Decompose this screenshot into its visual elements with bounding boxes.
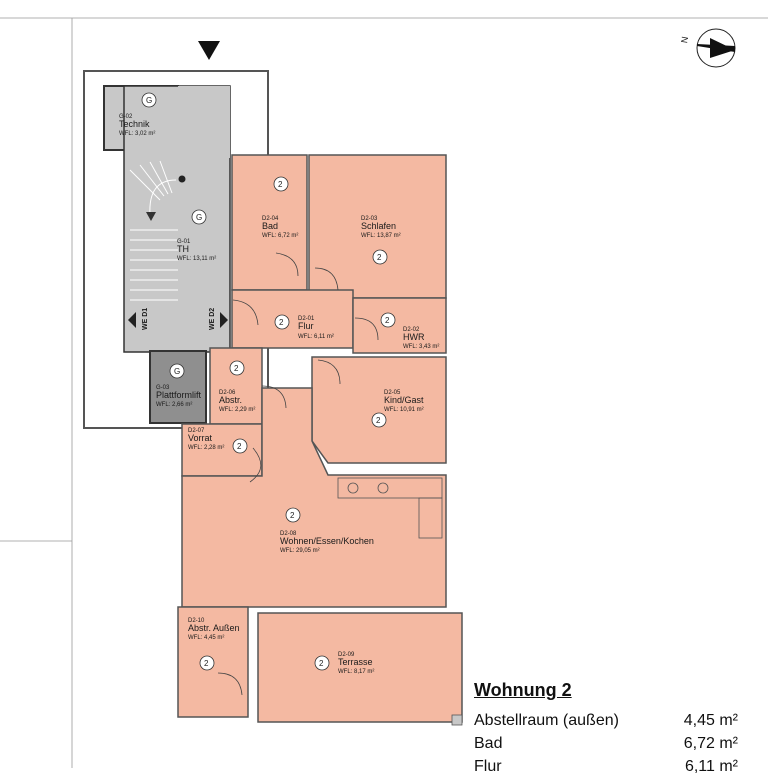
svg-text:2: 2 <box>237 442 242 451</box>
svg-text:WFL: 2,66 m²: WFL: 2,66 m² <box>156 402 192 408</box>
room-d210-label: D2-10 Abstr. Außen WFL: 4,45 m² 2 <box>188 618 240 671</box>
door-we-d1: WE D1 <box>128 308 149 330</box>
svg-text:WFL: 4,45 m²: WFL: 4,45 m² <box>188 635 224 641</box>
svg-text:WFL: 6,72 m²: WFL: 6,72 m² <box>262 233 298 239</box>
svg-text:HWR: HWR <box>403 332 425 342</box>
hall-upper <box>178 86 230 158</box>
svg-text:2: 2 <box>377 253 382 262</box>
svg-text:WFL: 13,11 m²: WFL: 13,11 m² <box>177 256 216 262</box>
svg-text:G: G <box>146 96 152 105</box>
svg-text:D2-04: D2-04 <box>262 216 279 222</box>
svg-text:WFL: 8,17 m²: WFL: 8,17 m² <box>338 669 374 675</box>
svg-text:WFL: 2,29 m²: WFL: 2,29 m² <box>219 407 255 413</box>
room-d201-label: 2 D2-01 Flur WFL: 6,11 m² <box>274 314 334 340</box>
svg-text:G: G <box>174 367 180 376</box>
kitchen-counter <box>337 477 443 539</box>
legend-row-label: Bad <box>474 735 503 752</box>
svg-text:Schlafen: Schlafen <box>361 221 396 231</box>
svg-text:WFL: 29,05 m²: WFL: 29,05 m² <box>280 548 320 554</box>
room-d207-fill <box>181 423 263 477</box>
svg-text:TH: TH <box>177 244 189 254</box>
svg-text:2: 2 <box>234 364 239 373</box>
entrance-arrow-icon <box>198 41 220 60</box>
svg-text:G-01: G-01 <box>177 239 191 245</box>
door-we-d2-label: WE D2 <box>209 308 216 330</box>
svg-text:D2-10: D2-10 <box>188 618 205 624</box>
svg-text:G-03: G-03 <box>156 385 170 391</box>
room-g03-fill <box>149 350 207 424</box>
svg-text:WFL: 3,02 m²: WFL: 3,02 m² <box>119 131 155 137</box>
svg-text:Vorrat: Vorrat <box>188 433 213 443</box>
door-swings <box>217 252 379 696</box>
svg-text:2: 2 <box>279 318 284 327</box>
room-d203-label: D2-03 Schlafen WFL: 13,87 m² 2 <box>361 216 401 265</box>
svg-text:Bad: Bad <box>262 221 278 231</box>
room-d201-fill <box>231 289 354 349</box>
compass-label: N <box>679 36 690 44</box>
svg-text:D2-06: D2-06 <box>219 390 236 396</box>
svg-text:Terrasse: Terrasse <box>338 657 373 667</box>
legend-row-value: 6,72 m² <box>683 735 738 752</box>
room-d202-fill <box>352 297 447 354</box>
svg-text:2: 2 <box>290 511 295 520</box>
svg-text:2: 2 <box>385 316 390 325</box>
svg-text:Abstr.: Abstr. <box>219 395 242 405</box>
svg-text:Wohnen/Essen/Kochen: Wohnen/Essen/Kochen <box>280 536 374 546</box>
svg-text:D2-05: D2-05 <box>384 390 401 396</box>
room-g01-label: G G-01 TH WFL: 13,11 m² <box>177 209 216 262</box>
svg-text:WFL: 6,11 m²: WFL: 6,11 m² <box>298 334 334 340</box>
svg-text:Plattformlift: Plattformlift <box>156 390 202 400</box>
legend-row-label: Flur <box>474 758 502 775</box>
door-we-d2: WE D2 <box>209 308 228 330</box>
legend-row-value: 4,45 m² <box>683 712 738 729</box>
svg-text:Kind/Gast: Kind/Gast <box>384 395 424 405</box>
svg-text:2: 2 <box>319 659 324 668</box>
room-d208-fill <box>181 387 447 608</box>
north-compass-icon: N <box>679 28 736 68</box>
svg-text:Technik: Technik <box>119 119 150 129</box>
svg-text:2: 2 <box>376 416 381 425</box>
svg-text:D2-07: D2-07 <box>188 428 205 434</box>
legend-row-value: 6,11 m² <box>684 758 738 775</box>
legend-row: Flur 6,11 m² <box>474 755 766 778</box>
svg-text:D2-03: D2-03 <box>361 216 378 222</box>
svg-text:2: 2 <box>204 659 209 668</box>
room-g03-label: G G-03 Plattformlift WFL: 2,66 m² <box>156 363 202 408</box>
room-d205-fill <box>311 356 447 464</box>
svg-text:D2-09: D2-09 <box>338 652 355 658</box>
area-legend: Wohnung 2 Abstellraum (außen) 4,45 m² Ba… <box>474 680 766 778</box>
staircase <box>129 160 178 301</box>
stair-direction-icon <box>146 212 156 221</box>
stair-post <box>178 175 186 183</box>
svg-text:D2-02: D2-02 <box>403 327 420 333</box>
room-d204-label: 2 D2-04 Bad WFL: 6,72 m² <box>262 176 298 239</box>
svg-text:WFL: 3,43 m²: WFL: 3,43 m² <box>403 344 439 350</box>
room-d208-label: 2 D2-08 Wohnen/Essen/Kochen WFL: 29,05 m… <box>280 507 374 554</box>
svg-text:WFL: 2,28 m²: WFL: 2,28 m² <box>188 445 224 451</box>
svg-text:WFL: 13,87 m²: WFL: 13,87 m² <box>361 233 401 239</box>
svg-text:G-02: G-02 <box>119 114 133 120</box>
room-d209-fill <box>257 612 463 723</box>
svg-text:D2-01: D2-01 <box>298 316 315 322</box>
room-d207-label: D2-07 Vorrat WFL: 2,28 m² 2 <box>188 428 248 454</box>
svg-text:2: 2 <box>278 180 283 189</box>
room-d205-label: D2-05 Kind/Gast WFL: 10,91 m² 2 <box>371 390 424 428</box>
room-d202-label: 2 D2-02 HWR WFL: 3,43 m² <box>380 312 439 350</box>
room-d206-label: 2 D2-06 Abstr. WFL: 2,29 m² <box>219 360 255 413</box>
apartment-area <box>177 154 463 723</box>
legend-row-label: Abstellraum (außen) <box>474 712 619 729</box>
svg-text:Flur: Flur <box>298 321 314 331</box>
legend-row: Abstellraum (außen) 4,45 m² <box>474 709 766 732</box>
room-d209-label: 2 D2-09 Terrasse WFL: 8,17 m² <box>314 652 374 675</box>
legend-title: Wohnung 2 <box>474 680 572 700</box>
room-g02-label: G G-02 Technik WFL: 3,02 m² <box>119 92 157 137</box>
svg-text:Abstr. Außen: Abstr. Außen <box>188 623 240 633</box>
legend-swatch <box>451 714 463 726</box>
svg-text:D2-08: D2-08 <box>280 531 297 537</box>
svg-text:G: G <box>196 213 202 222</box>
legend-row: Bad 6,72 m² <box>474 732 766 755</box>
svg-text:WFL: 10,91 m²: WFL: 10,91 m² <box>384 407 424 413</box>
door-we-d1-label: WE D1 <box>142 308 149 330</box>
